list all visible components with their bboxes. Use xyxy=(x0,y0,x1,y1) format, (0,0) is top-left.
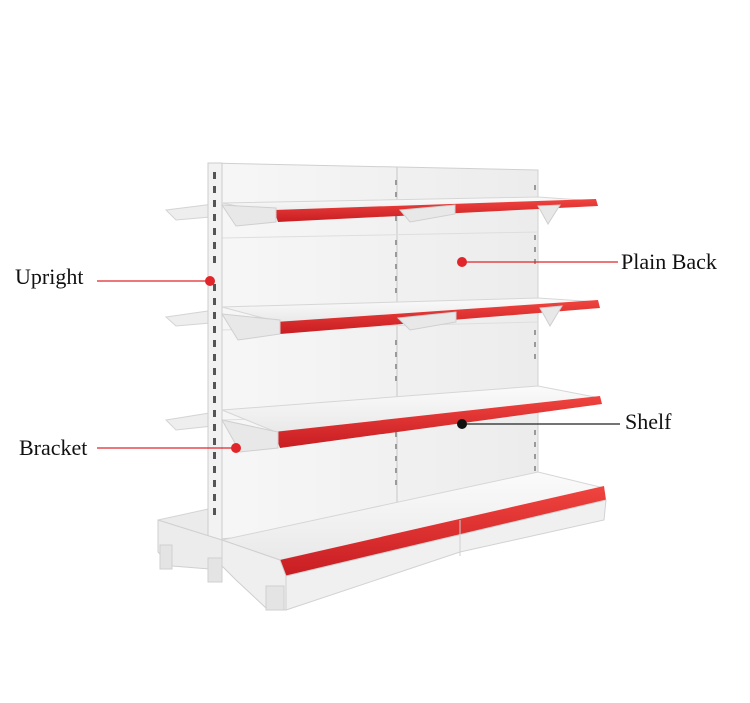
callout-plain-back xyxy=(457,257,618,267)
base-shelf xyxy=(220,471,607,611)
shelf-second xyxy=(221,297,600,341)
callout-bracket xyxy=(97,443,241,453)
callout-upright xyxy=(97,276,215,286)
bracket-label: Bracket xyxy=(19,435,88,460)
shelf-label: Shelf xyxy=(625,409,672,434)
plain-back-marker xyxy=(457,257,467,267)
upright-post xyxy=(207,162,223,561)
shelf-top xyxy=(221,196,598,227)
plain-back-label: Plain Back xyxy=(621,249,717,274)
upright-label: Upright xyxy=(15,264,84,289)
callout-shelf xyxy=(457,419,620,429)
upright-marker xyxy=(205,276,215,286)
bracket-marker xyxy=(231,443,241,453)
shelf-third xyxy=(221,385,602,453)
shelf-marker xyxy=(457,419,467,429)
left-base-foot xyxy=(157,519,285,611)
